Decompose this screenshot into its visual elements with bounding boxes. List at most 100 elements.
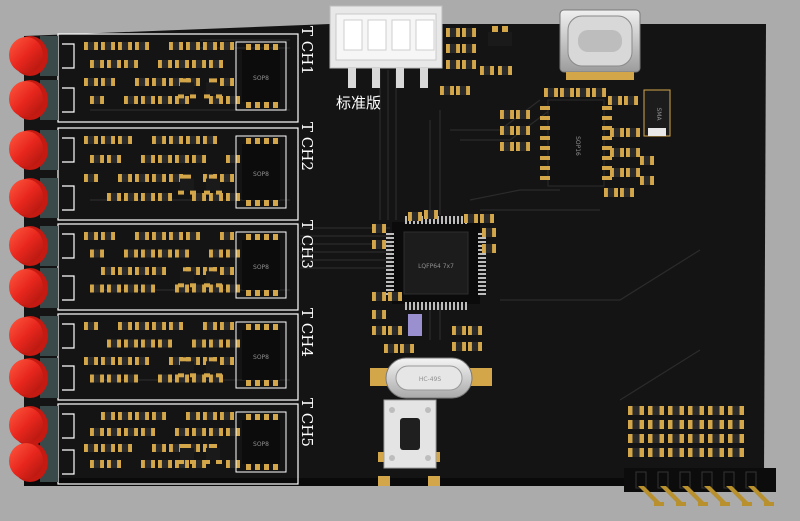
smd-part: [628, 434, 644, 443]
smd-part: [90, 374, 104, 383]
smd-part: [107, 284, 121, 293]
smd-part: [158, 155, 172, 163]
smd-part: [107, 460, 121, 468]
led-indicator: [9, 80, 58, 120]
smd-part: [648, 420, 664, 429]
smd-part: [135, 78, 149, 86]
smd-part: [668, 434, 684, 443]
smd-part: [226, 460, 240, 468]
smd-part: [708, 420, 724, 429]
led-indicator: [9, 226, 58, 266]
smd-part: [186, 42, 200, 50]
smd-part: [192, 339, 206, 348]
reset-button: [378, 399, 440, 486]
smd-part: [708, 406, 724, 415]
smd-part: [101, 42, 115, 50]
smd-part: [688, 448, 704, 457]
smd-part: [90, 155, 104, 163]
smd-part: [186, 412, 200, 420]
smd-part: [209, 60, 223, 68]
smd-part: [124, 428, 138, 436]
smd-part: [220, 357, 234, 365]
smd-part: [544, 88, 558, 97]
smd-part: [462, 60, 476, 69]
smd-part: [728, 448, 744, 457]
smd-part: [101, 412, 115, 420]
usb-serial-chip: SOP16: [540, 99, 612, 187]
smd-part: [141, 193, 155, 201]
smd-part: [192, 428, 206, 436]
smd-part: [620, 188, 634, 197]
smd-part: [84, 174, 98, 182]
smd-part: [84, 232, 98, 240]
smd-part: [175, 428, 189, 436]
smd-part: [152, 136, 166, 144]
crystal-marking: HC-49S: [419, 376, 442, 383]
smd-part: [158, 249, 172, 258]
smd-part: [169, 136, 183, 144]
led-indicator: [9, 130, 58, 170]
smd-part: [209, 96, 223, 104]
smd-part: [372, 292, 386, 301]
smd-part: [728, 434, 744, 443]
channel-label-4: T CH4: [298, 308, 316, 357]
smd-part: [708, 448, 724, 457]
smd-part: [118, 42, 132, 50]
smd-part: [628, 420, 644, 429]
smd-part: [384, 344, 398, 353]
led-indicator: [9, 316, 58, 356]
smd-part: [624, 96, 638, 105]
channel-ic-marking: SOP8: [253, 75, 269, 82]
smd-part: [728, 420, 744, 429]
smd-part: [372, 326, 386, 335]
smd-part: [90, 428, 104, 436]
smd-part: [84, 78, 98, 86]
usb-ic-marking: SOP16: [574, 136, 581, 156]
smd-part: [668, 448, 684, 457]
smd-part: [209, 374, 223, 383]
smd-part: [372, 224, 386, 233]
smd-part: [118, 267, 132, 275]
regulator-component: SMA: [643, 89, 671, 137]
smd-part: [203, 322, 217, 330]
smd-part: [90, 284, 104, 293]
smd-part: [668, 406, 684, 415]
smd-part: [728, 406, 744, 415]
smd-part: [107, 155, 121, 163]
smd-part: [708, 434, 724, 443]
smd-part: [101, 136, 115, 144]
smd-part: [107, 60, 121, 68]
smd-part: [158, 374, 172, 383]
smd-part: [135, 412, 149, 420]
smd-part: [226, 339, 240, 348]
smd-part: [226, 193, 240, 201]
smd-part: [118, 412, 132, 420]
smd-part: [118, 357, 132, 365]
smd-part: [192, 374, 206, 383]
channel-module-2: SOP8: [9, 127, 299, 221]
mcu-chip: LQFP64 7x7: [386, 216, 486, 310]
smd-part: [226, 96, 240, 104]
smd-part: [152, 444, 166, 452]
smd-part: [124, 60, 138, 68]
smd-part: [175, 155, 189, 163]
smd-part: [90, 96, 104, 104]
channel-module-4: SOP8: [9, 313, 299, 401]
smd-part: [186, 232, 200, 240]
smd-part: [628, 406, 644, 415]
smd-part: [462, 44, 476, 53]
smd-part: [500, 126, 514, 135]
smd-part: [688, 406, 704, 415]
smd-part: [608, 96, 622, 105]
smd-part: [203, 42, 217, 50]
smd-part: [169, 232, 183, 240]
smd-part: [500, 110, 514, 119]
smd-part: [169, 78, 183, 86]
smd-part: [124, 249, 138, 258]
mcu-marking: LQFP64 7x7: [418, 263, 454, 270]
smd-part: [209, 193, 223, 201]
crystal-oscillator: HC-49S: [370, 357, 492, 399]
smd-part: [169, 357, 183, 365]
smd-part: [124, 339, 138, 348]
